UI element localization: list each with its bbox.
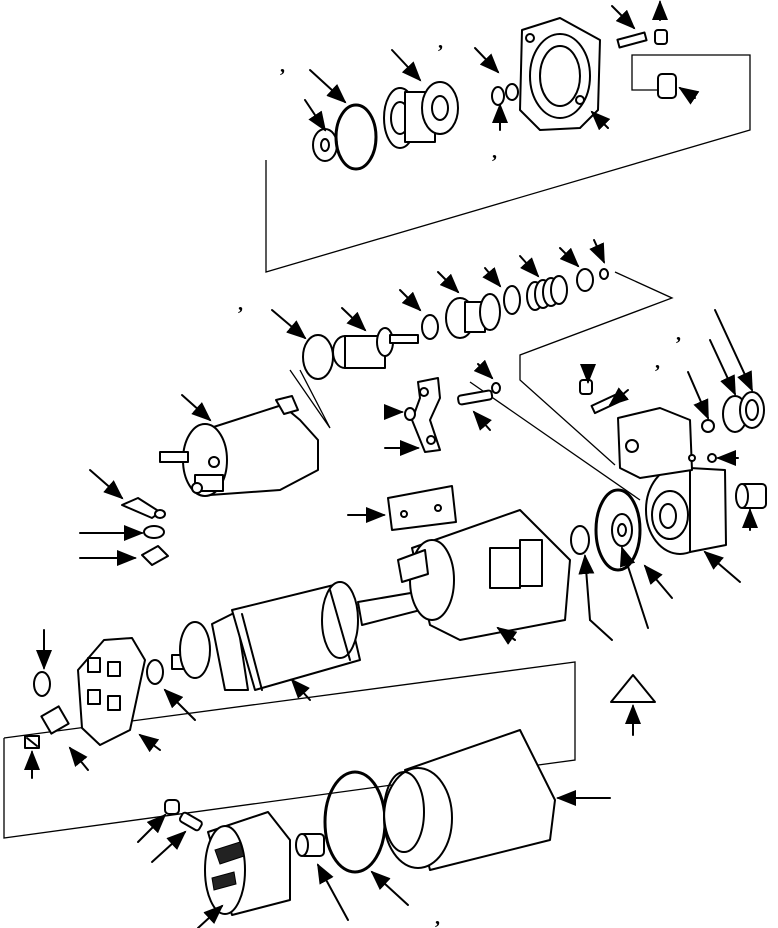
mark-1: ,	[280, 55, 285, 77]
terminal-stud	[707, 453, 717, 463]
bracket-dowel	[579, 379, 620, 415]
plunger-spring	[526, 275, 568, 311]
end-bushing	[735, 483, 767, 509]
frame-o-ring	[323, 770, 387, 874]
shift-lever	[404, 377, 441, 453]
terminal-link	[121, 497, 166, 519]
plunger-ring	[503, 285, 521, 315]
drive-end-washer	[312, 128, 338, 162]
drive-o-ring	[334, 103, 378, 171]
commutator-end-head	[204, 811, 291, 916]
brush-and-spring	[24, 705, 70, 749]
insulator-plate	[387, 485, 457, 531]
plunger-washer	[421, 314, 439, 340]
yoke-cover	[383, 729, 556, 871]
head-bushing	[295, 833, 325, 857]
brush-washer	[146, 659, 164, 685]
armature	[171, 581, 441, 691]
housing-pin	[616, 29, 677, 99]
end-thrust-washer	[570, 525, 590, 555]
commutator-end-frame	[645, 465, 727, 555]
plunger-end-washer	[576, 268, 609, 292]
brush-retaining-ring	[33, 671, 51, 697]
mark-7: ,	[435, 907, 440, 928]
drive-end-housing	[519, 17, 601, 131]
caution-triangle-icon	[610, 674, 656, 703]
mark-2: ,	[438, 31, 443, 53]
brush-holder-plate	[77, 637, 146, 746]
plunger-spring-cup	[445, 293, 501, 339]
terminal-washer	[143, 525, 165, 539]
pinion-drive-gear	[383, 81, 459, 149]
mark-4: ,	[238, 293, 243, 315]
mark-6: ,	[655, 351, 660, 373]
solenoid-plunger	[332, 327, 419, 369]
head-screw	[164, 799, 203, 832]
bracket-small-nut	[701, 419, 715, 433]
mark-3: ,	[492, 141, 497, 163]
lever-pivot-pin	[457, 382, 501, 406]
assembly-lines	[3, 54, 751, 839]
end-frame-bracket	[617, 407, 696, 479]
leader-arrows	[24, 0, 758, 928]
drive-small-bushing	[491, 83, 519, 106]
field-frame-assembly	[397, 509, 571, 641]
mark-5: ,	[676, 323, 681, 345]
terminal-nut	[141, 545, 169, 566]
plunger-seal-disc	[302, 334, 334, 380]
solenoid-switch	[159, 395, 319, 497]
snap-ring	[594, 488, 642, 572]
end-cap-washers	[722, 391, 765, 433]
